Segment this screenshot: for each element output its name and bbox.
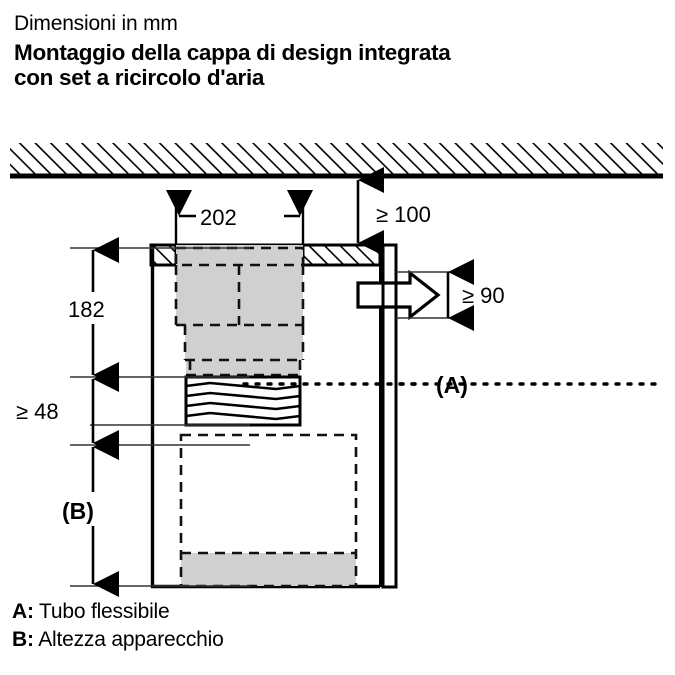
dimension-clearance-100-label: ≥ 100 <box>376 202 431 227</box>
dimension-min-48-label: ≥ 48 <box>16 399 59 424</box>
dimension-width-202-label: 202 <box>200 205 237 230</box>
hood-dashed-outline <box>174 246 305 377</box>
dimension-height-182-label: 182 <box>68 297 105 322</box>
dimension-appliance-height-b: (B) <box>58 434 130 597</box>
dimension-min-48: ≥ 48 <box>14 366 119 456</box>
hood-body-fill <box>176 245 303 378</box>
legend-a-key: A: <box>12 600 34 623</box>
legend-b-key: B: <box>12 628 34 651</box>
ceiling-hatch <box>10 143 663 179</box>
legend-a-text: Tubo flessibile <box>33 600 170 623</box>
airflow-arrow <box>356 269 441 321</box>
legend-item-b: B: Altezza apparecchio <box>12 628 224 652</box>
dimension-width-202: 202 <box>166 190 313 248</box>
dimension-outlet-90: ≥ 90 <box>396 259 505 331</box>
page-title: Montaggio della cappa di design integrat… <box>14 40 451 90</box>
legend-item-a: A: Tubo flessibile <box>12 600 170 624</box>
units-label: Dimensioni in mm <box>14 12 178 35</box>
page-title-line1: Montaggio della cappa di design integrat… <box>14 40 451 65</box>
legend-b-text: Altezza apparecchio <box>33 628 224 651</box>
dimension-clearance-100: ≥ 100 <box>356 167 431 256</box>
callout-a-label: (A) <box>436 372 468 398</box>
appliance-outline <box>179 433 358 588</box>
dimension-height-182: 182 <box>66 237 122 388</box>
dimension-outlet-90-label: ≥ 90 <box>462 283 505 308</box>
dimension-b-label: (B) <box>62 498 94 524</box>
page-title-line2: con set a ricircolo d'aria <box>14 65 265 90</box>
